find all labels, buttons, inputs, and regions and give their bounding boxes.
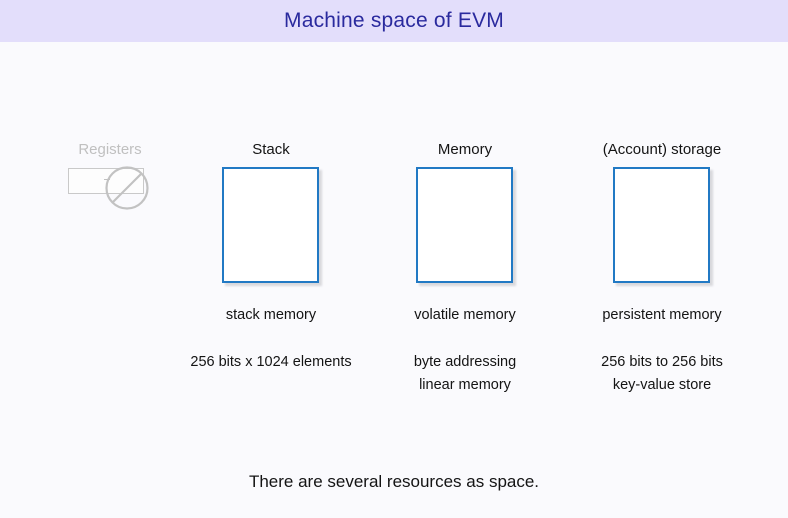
stack-box — [222, 167, 319, 283]
memory-detail-description: byte addressing linear memory — [375, 351, 555, 397]
memory-detail-line-2: linear memory — [419, 377, 511, 393]
stack-detail-description: 256 bits x 1024 elements — [181, 351, 361, 374]
registers-graphic — [68, 164, 180, 222]
storage-primary-description: persistent memory — [602, 307, 722, 323]
storage-detail-line-2: key-value store — [612, 377, 712, 393]
no-entry-icon — [105, 166, 149, 210]
memory-primary-description: volatile memory — [414, 307, 516, 323]
slide-content: Registers Stack stack memory 256 bits x … — [0, 42, 788, 518]
stack-detail-line-1: 256 bits x 1024 elements — [190, 354, 352, 370]
column-label-registers: Registers — [78, 141, 142, 158]
storage-box — [613, 167, 710, 283]
storage-detail-description: 256 bits to 256 bits key-value store — [572, 351, 752, 397]
storage-detail-line-1: 256 bits to 256 bits — [601, 354, 723, 370]
column-label-storage: (Account) storage — [602, 141, 722, 158]
memory-detail-line-1: byte addressing — [413, 354, 517, 370]
slide-caption: There are several resources as space. — [248, 472, 540, 491]
registers-rectangle — [68, 168, 144, 194]
registers-dash-mark — [104, 179, 110, 180]
memory-box — [416, 167, 513, 283]
stack-primary-description: stack memory — [225, 307, 317, 323]
page-title: Machine space of EVM — [284, 9, 504, 32]
slide-header-band: Machine space of EVM — [0, 0, 788, 42]
column-label-stack: Stack — [252, 141, 290, 158]
column-label-memory: Memory — [437, 141, 493, 158]
